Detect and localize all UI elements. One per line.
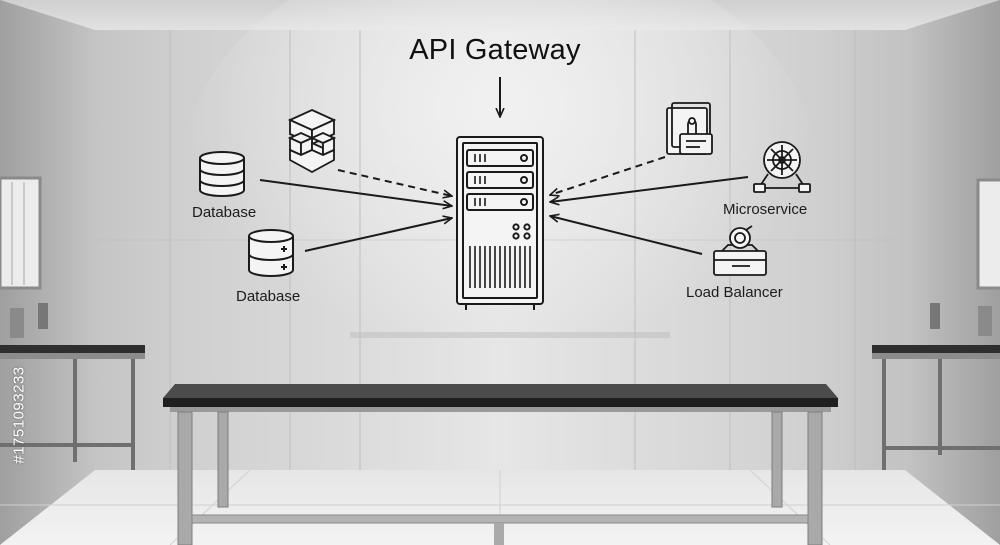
document-lock-icon [666,102,713,155]
server-rack-icon [456,136,544,310]
diagram-title: API Gateway [409,34,581,66]
database-icon [199,151,245,197]
edge-cube-to-server [337,169,452,196]
database-icon [248,229,294,277]
edge-database1-to-server [259,179,452,206]
database-label: Database [236,288,301,305]
stock-image-id-text: #1751093233 [10,366,28,464]
database-label: Database [192,204,257,221]
edge-document-to-server [550,156,666,195]
edge-database2-to-server [304,218,452,252]
microservice-icon [753,141,811,193]
cube-stack-icon [287,109,337,174]
microservice-label: Microservice [723,201,808,218]
load-balancer-icon [713,225,767,276]
edge-loadbalancer-to-server [550,216,703,255]
stock-image-id: #1751093233 [8,300,30,530]
load-balancer-label: Load Balancer [686,284,783,301]
edge-microservice-to-server [550,176,749,202]
